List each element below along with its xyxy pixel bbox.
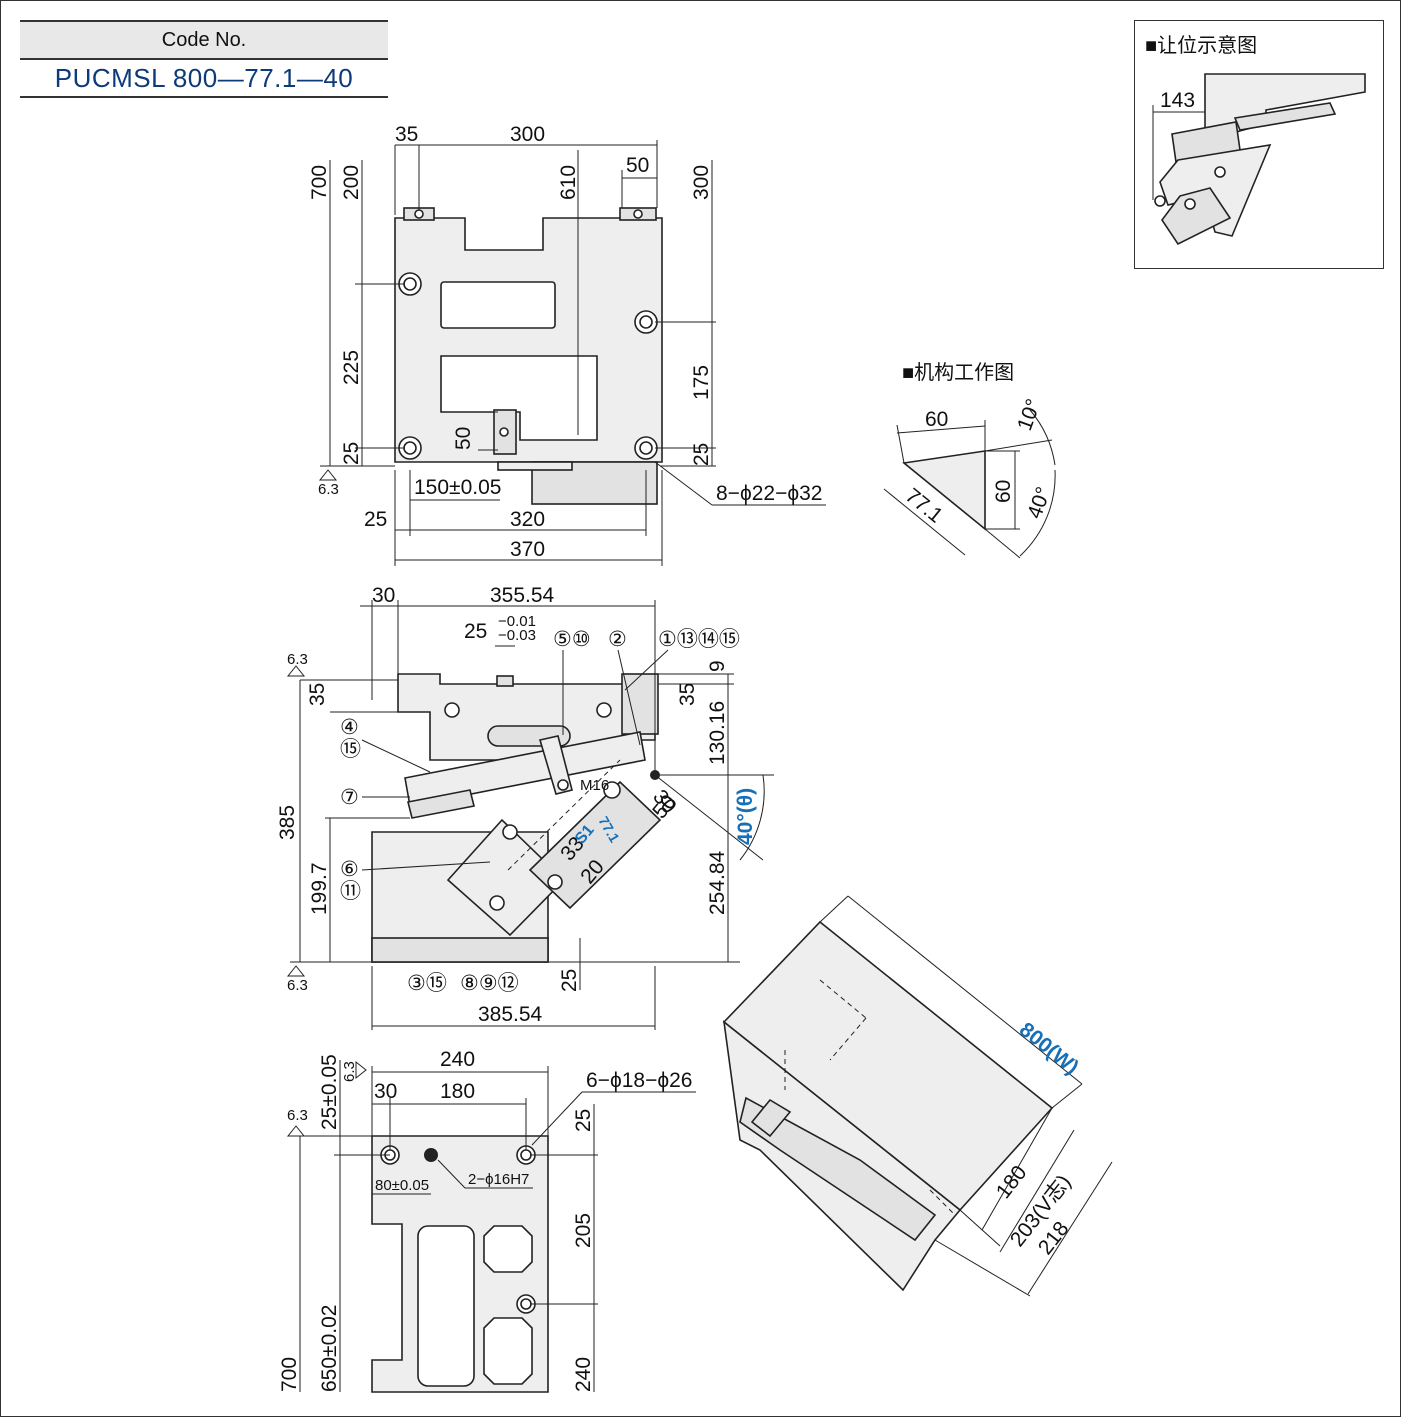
code-label: Code No.: [20, 20, 388, 60]
top-dim-50: 50: [626, 154, 649, 177]
top-dim-50-inner: 50: [452, 427, 475, 450]
front-dim-385: 385: [276, 805, 299, 840]
top-dim-175: 175: [690, 365, 713, 400]
code-value: PUCMSL 800—77.1—40: [20, 60, 388, 98]
bottom-dim-30: 30: [374, 1080, 397, 1103]
front-tol-base: 25: [464, 620, 487, 643]
balloon-5-10: ⑤⑩: [553, 628, 591, 651]
front-dim-385-54: 385.54: [478, 1003, 543, 1026]
bottom-dim-80: 80±0.05: [375, 1177, 429, 1194]
top-dim-300: 300: [510, 123, 545, 146]
front-dim-254: 254.84: [706, 850, 729, 915]
top-roughness: 6.3: [318, 481, 339, 498]
front-dim-130: 130.16: [706, 701, 729, 765]
front-tol-upper: −0.01: [498, 613, 536, 630]
front-dim-35-left: 35: [306, 683, 329, 706]
front-dim-9: 9: [706, 660, 729, 672]
balloon-6: ⑥: [340, 858, 359, 881]
balloon-15a: ⑮: [340, 738, 361, 761]
bottom-dim-240-right: 240: [572, 1357, 595, 1392]
inset-dim: 143: [1160, 89, 1195, 112]
bottom-roughness-left: 6.3: [287, 1107, 308, 1124]
top-dim-200: 200: [340, 165, 363, 200]
mechanism-diagram: 60 10° 60 40° 77.1: [883, 396, 1056, 559]
top-dim-320: 320: [510, 508, 545, 531]
iso-view: 800(W) 180 203(V志) 218: [722, 895, 1113, 1297]
top-dim-25-bottom: 25: [364, 508, 387, 531]
bottom-holes-note: 6−ϕ18−ϕ26: [586, 1069, 692, 1092]
front-view: 30 355.54 25 −0.01 −0.03 ⑤⑩ ② ①⑬⑭⑮ 35 38…: [276, 584, 774, 1030]
top-dim-25-left: 25: [340, 442, 363, 465]
code-number-box: Code No. PUCMSL 800—77.1—40: [20, 20, 388, 98]
front-roughness-top: 6.3: [287, 651, 308, 668]
front-tol-lower: −0.03: [498, 627, 536, 644]
mechanism-title: ■机构工作图: [902, 362, 1015, 384]
bottom-dim-25-tol: 25±0.05: [318, 1054, 341, 1130]
top-view: 35 300 50 610 700 200 225 25 300 175 25 …: [308, 123, 826, 566]
balloon-4: ④: [340, 716, 359, 739]
bottom-dim-240: 240: [440, 1048, 475, 1071]
bottom-dim-650: 650±0.02: [318, 1305, 341, 1392]
bottom-pins-note: 2−ϕ16H7: [468, 1171, 529, 1188]
mech-dim-60b: 60: [992, 480, 1015, 503]
bottom-view: 240 30 180 6−ϕ18−ϕ26 2−ϕ16H7 80±0.05 25±…: [278, 1048, 696, 1393]
front-dim-30: 30: [372, 584, 395, 607]
bottom-dim-700: 700: [278, 1357, 301, 1392]
top-dim-610: 610: [557, 165, 580, 200]
mech-dim-60: 60: [925, 408, 948, 431]
balloon-3-15: ③⑮: [407, 972, 447, 995]
front-dim-35-right: 35: [676, 683, 699, 706]
mech-angle-40: 40°: [1023, 484, 1055, 522]
bottom-roughness-top: 6.3: [341, 1061, 358, 1082]
top-dim-225: 225: [340, 350, 363, 385]
front-roughness-bottom: 6.3: [287, 977, 308, 994]
mech-angle-10: 10°: [1013, 396, 1045, 434]
balloon-8-9-12: ⑧⑨⑫: [460, 972, 519, 995]
balloon-1-13-14-15: ①⑬⑭⑮: [658, 628, 740, 651]
top-dim-700: 700: [308, 165, 331, 200]
front-dim-199: 199.7: [308, 862, 331, 915]
bottom-dim-25-right: 25: [572, 1109, 595, 1132]
top-dim-35: 35: [395, 123, 418, 146]
top-holes-note: 8−ϕ22−ϕ32: [716, 482, 822, 505]
balloon-2: ②: [608, 628, 627, 651]
slide-m16: M16: [580, 777, 609, 794]
balloon-11: ⑪: [340, 880, 361, 903]
front-dim-355: 355.54: [490, 584, 555, 607]
inset-title: ■让位示意图: [1145, 35, 1258, 57]
top-dim-150: 150±0.05: [414, 476, 501, 499]
bottom-dim-180: 180: [440, 1080, 475, 1103]
bottom-dim-205: 205: [572, 1213, 595, 1248]
iso-width: 800(W): [1015, 1018, 1083, 1079]
front-dim-25-right: 25: [558, 969, 581, 992]
front-angle: 40°(θ): [734, 788, 757, 845]
inset-drawing: 143: [1152, 73, 1366, 246]
top-dim-300-right: 300: [690, 165, 713, 200]
top-dim-25-right: 25: [690, 443, 713, 466]
balloon-7: ⑦: [340, 786, 359, 809]
top-dim-370: 370: [510, 538, 545, 561]
